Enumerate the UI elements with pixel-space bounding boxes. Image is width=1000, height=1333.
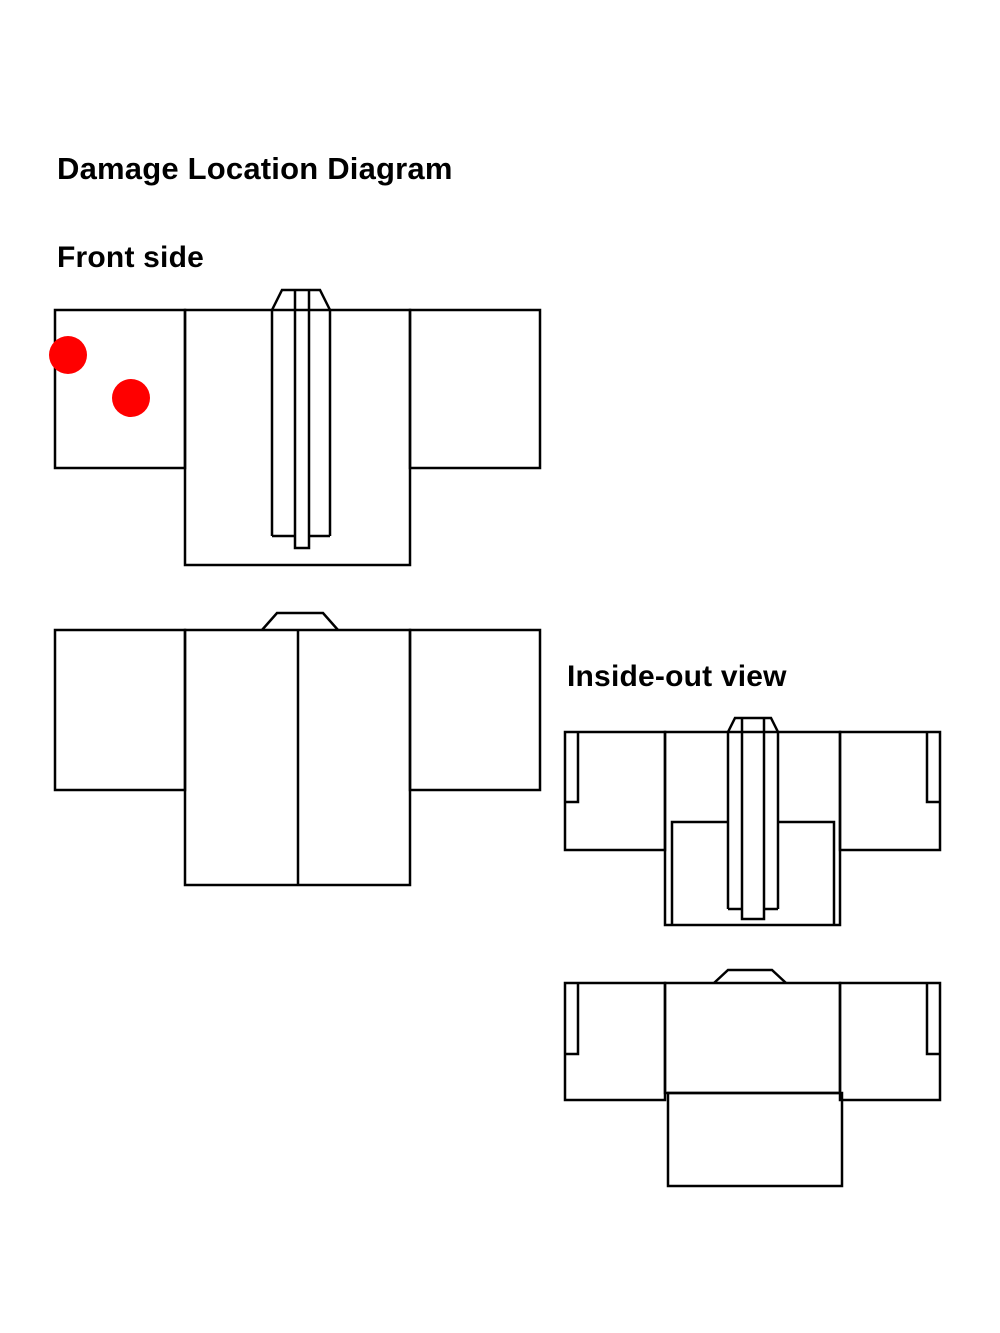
back-neckline [261, 611, 339, 631]
back-neckline [713, 968, 787, 984]
right-sleeve-outline [838, 730, 942, 852]
left-front-panel-seam [670, 820, 728, 925]
collar-band-outline [270, 288, 332, 536]
right-sleeve-outline [408, 308, 542, 470]
right-front-panel-seam [778, 820, 836, 925]
left-sleeve-outline [563, 981, 667, 1102]
left-sleeve-seam-line [565, 983, 580, 1056]
inside-out-front-diagram [563, 716, 942, 927]
body-outline [663, 730, 842, 927]
collar-inner-strip [293, 290, 311, 550]
front-side-label: Front side [57, 241, 205, 274]
body-outline [183, 308, 412, 567]
right-sleeve-seam-line [925, 732, 940, 804]
right-sleeve-outline [408, 628, 542, 792]
front-view-diagram [49, 288, 542, 567]
right-sleeve-seam-line [925, 983, 940, 1056]
page-title: Damage Location Diagram [57, 151, 453, 186]
right-sleeve-outline [838, 981, 942, 1102]
hem-panel-outline [666, 1091, 844, 1188]
damage-marker [49, 336, 87, 374]
body-outline [663, 981, 842, 1095]
left-sleeve-seam-line [565, 732, 580, 804]
left-sleeve-outline [563, 730, 667, 852]
collar-band-outline [726, 716, 780, 909]
inside-out-back-diagram [563, 968, 942, 1188]
left-sleeve-outline [53, 628, 187, 792]
damage-markers-layer [49, 336, 150, 417]
back-view-diagram [53, 611, 542, 887]
collar-inner-strip [740, 718, 766, 921]
damage-marker [112, 379, 150, 417]
inside-out-view-label: Inside-out view [567, 660, 787, 693]
